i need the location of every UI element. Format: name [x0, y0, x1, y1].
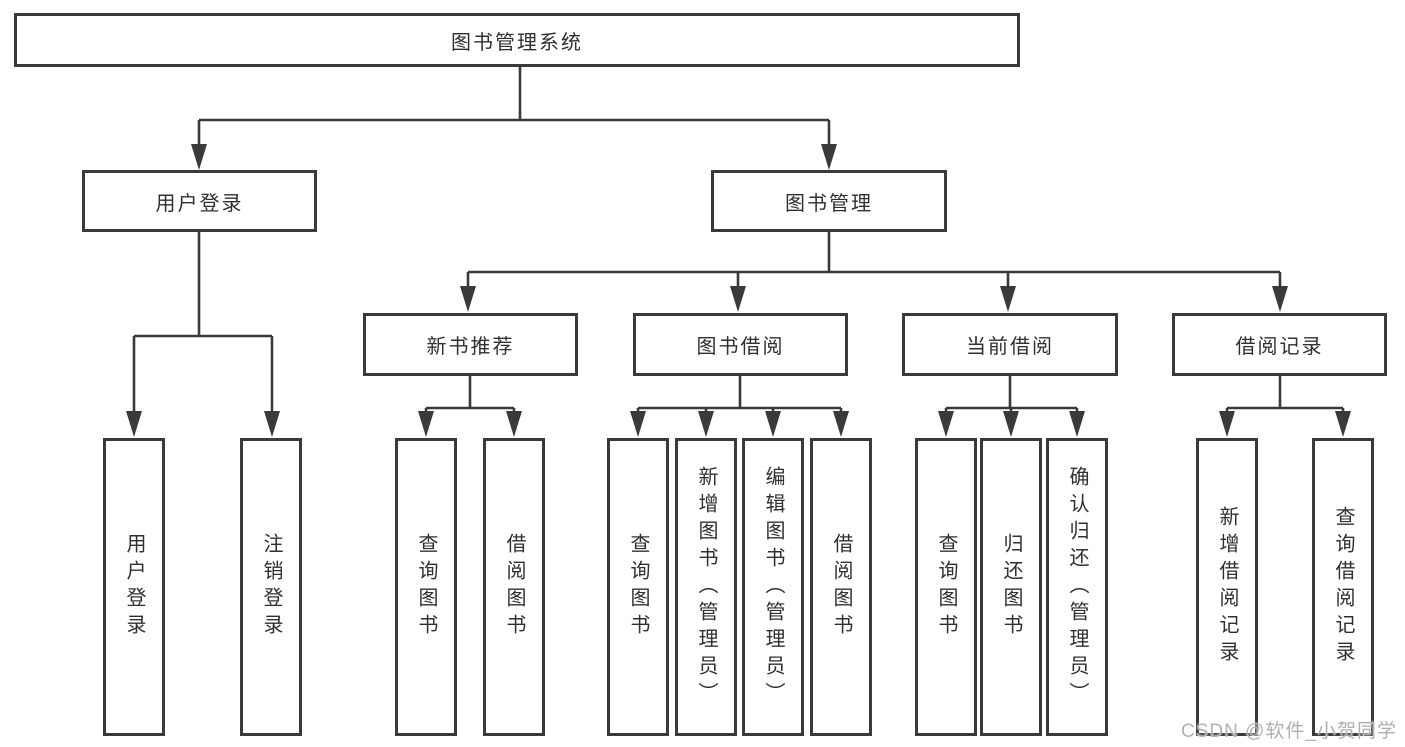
leaf-label: 查询图书 — [935, 533, 957, 641]
leaf-user-login: 用户登录 — [103, 438, 165, 736]
node-label: 图书管理系统 — [451, 31, 583, 54]
leaf-query-books-recommend: 查询图书 — [395, 438, 457, 736]
leaf-label: 确认归还（管理员） — [1066, 465, 1088, 709]
node-label: 当前借阅 — [966, 336, 1054, 358]
node-user-login: 用户登录 — [82, 170, 317, 232]
node-label: 用户登录 — [155, 192, 244, 215]
leaf-label: 查询图书 — [415, 533, 437, 641]
leaf-label: 查询图书 — [627, 533, 649, 641]
leaf-edit-book-admin: 编辑图书（管理员） — [742, 438, 804, 736]
leaf-label: 借阅图书 — [830, 533, 852, 641]
node-book-management: 图书管理 — [711, 170, 947, 232]
leaf-label: 用户登录 — [123, 533, 145, 641]
node-book-borrow: 图书借阅 — [633, 313, 848, 376]
node-current-borrow: 当前借阅 — [902, 313, 1118, 376]
leaf-label: 注销登录 — [260, 533, 282, 641]
node-label: 借阅记录 — [1235, 336, 1324, 358]
leaf-query-borrow-record: 查询借阅记录 — [1312, 438, 1374, 736]
leaf-borrow-books: 借阅图书 — [810, 438, 872, 736]
leaf-label: 编辑图书（管理员） — [762, 465, 784, 709]
node-borrow-records: 借阅记录 — [1172, 313, 1387, 376]
leaf-add-book-admin: 新增图书（管理员） — [675, 438, 737, 736]
node-label: 图书管理 — [785, 192, 873, 215]
node-library-management-system: 图书管理系统 — [14, 13, 1020, 67]
node-new-book-recommend: 新书推荐 — [363, 313, 578, 376]
leaf-query-books-borrow: 查询图书 — [607, 438, 669, 736]
leaf-label: 新增图书（管理员） — [695, 465, 717, 709]
leaf-label: 归还图书 — [1000, 533, 1022, 641]
leaf-query-books-current: 查询图书 — [915, 438, 977, 736]
leaf-borrow-books-recommend: 借阅图书 — [483, 438, 545, 736]
leaf-logout: 注销登录 — [240, 438, 302, 736]
leaf-label: 借阅图书 — [503, 533, 525, 641]
leaf-return-book: 归还图书 — [980, 438, 1042, 736]
leaf-add-borrow-record: 新增借阅记录 — [1196, 438, 1258, 736]
leaf-label: 新增借阅记录 — [1216, 506, 1238, 668]
leaf-confirm-return-admin: 确认归还（管理员） — [1046, 438, 1108, 736]
node-label: 新书推荐 — [426, 336, 515, 358]
node-label: 图书借阅 — [696, 336, 785, 358]
csdn-watermark: CSDN @软件_小贺同学 — [1181, 721, 1397, 742]
leaf-label: 查询借阅记录 — [1332, 506, 1354, 668]
